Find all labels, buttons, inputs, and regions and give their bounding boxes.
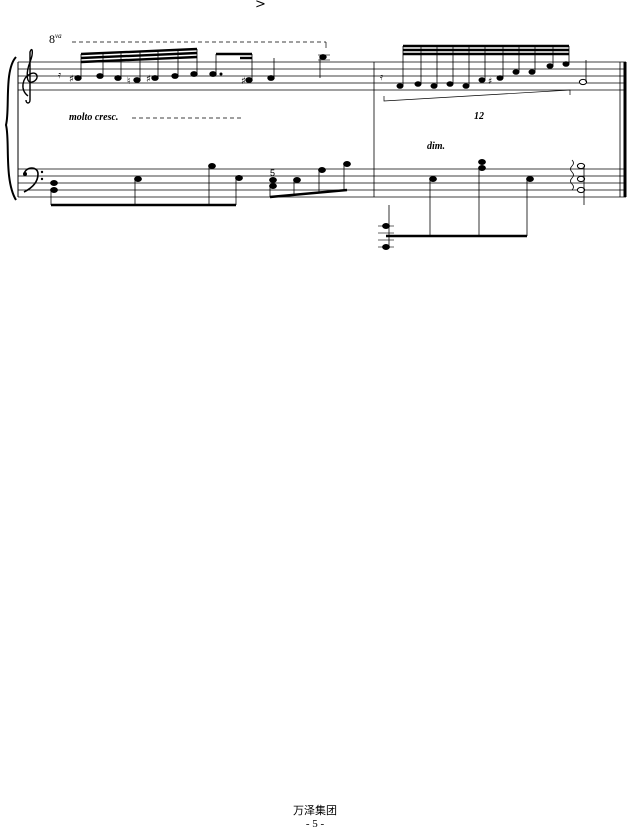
- fingering-number: 5: [270, 168, 276, 178]
- treble-dotted-pair: [209, 52, 253, 83]
- bass-measure-2: [378, 159, 586, 250]
- treble-tuplet-run: [396, 44, 588, 89]
- ottava-number: 8: [49, 32, 55, 46]
- treble-16th-run: [74, 47, 198, 83]
- ottava-suffix: va: [55, 32, 62, 40]
- svg-text:♯: ♯: [146, 74, 151, 85]
- svg-text:♯: ♯: [488, 77, 492, 87]
- grand-staff-brace: [4, 56, 17, 201]
- accent-mark: >: [255, 0, 266, 12]
- ottava-marking: 8va: [49, 32, 62, 47]
- treble-clef: [22, 48, 38, 104]
- treble-quarters: [267, 54, 330, 81]
- dim-marking: dim.: [427, 141, 446, 152]
- tuplet-number: 12: [474, 111, 484, 122]
- cresc-marking: molto cresc.: [69, 112, 119, 123]
- svg-text:♮: ♮: [127, 76, 131, 87]
- arpeggio-mark: [570, 159, 574, 191]
- page-number: - 5 -: [305, 818, 325, 830]
- svg-text:𝄿: 𝄿: [380, 72, 383, 83]
- publisher-name: 万泽集团: [293, 804, 337, 817]
- bass-clef-dot: [23, 172, 27, 176]
- accidentals: ♯ ♮ ♯ ♯: [69, 74, 246, 87]
- svg-text:♯: ♯: [241, 76, 246, 87]
- bass-clef: [23, 167, 39, 193]
- svg-text:♯: ♯: [69, 74, 74, 85]
- svg-text:𝄿: 𝄿: [58, 70, 61, 81]
- tuplet-bracket: [383, 89, 571, 102]
- bass-measure-1: [50, 161, 351, 207]
